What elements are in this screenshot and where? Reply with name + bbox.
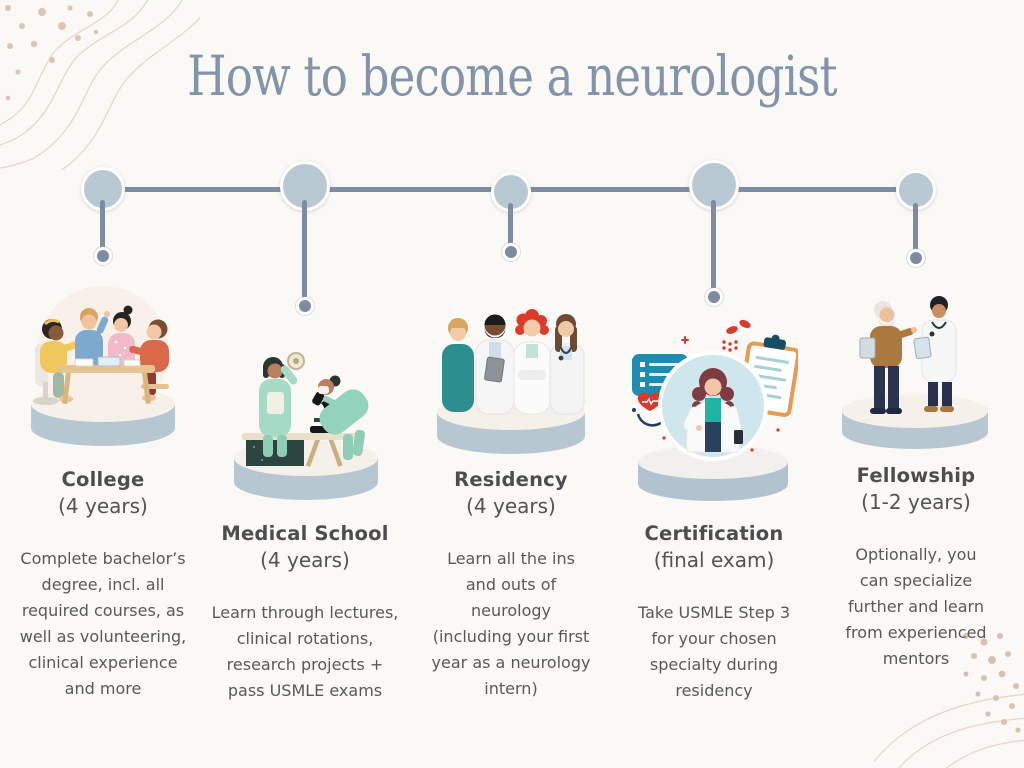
timeline-connector [302, 200, 307, 300]
step-duration: (4 years) [466, 494, 556, 518]
timeline-end-dot [502, 243, 520, 261]
pedestal [234, 440, 378, 500]
illustration-team-of-doctors [430, 288, 592, 458]
step-description: Complete bachelor’s degree, incl. all re… [19, 549, 187, 698]
young-doctor [913, 296, 957, 412]
timeline-end-dot [705, 288, 723, 306]
step-title: College [61, 468, 145, 491]
step-duration: (1-2 years) [861, 490, 971, 514]
step-description: Optionally, you can specialize further a… [845, 545, 987, 668]
illustration-lab-researchers-with-microscope [226, 334, 386, 504]
step-certification-text: Certification (final exam) Take USMLE St… [626, 522, 802, 704]
step-description: Take USMLE Step 3 for your chosen specia… [637, 603, 791, 700]
doctor-brown-hair [549, 314, 585, 415]
timeline-connector [913, 203, 918, 253]
pedestal [638, 445, 788, 501]
page-title-text: How to become a neurologist [187, 44, 837, 108]
step-title: Fellowship [856, 464, 976, 487]
timeline-end-dot [907, 249, 925, 267]
step-title: Medical School [221, 522, 389, 545]
step-description: Learn through lectures, clinical rotatio… [211, 603, 399, 700]
step-medical-school-text: Medical School (4 years) Learn through l… [211, 522, 399, 704]
timeline-connector [508, 203, 513, 248]
step-title: Residency [454, 468, 568, 491]
study-table [59, 356, 155, 405]
arc-lines-icon [874, 693, 1024, 768]
step-title: Certification [644, 522, 784, 545]
senior-man [859, 301, 917, 414]
step-duration: (4 years) [58, 494, 148, 518]
timeline-connector [711, 200, 716, 292]
illustration-senior-mentor-with-young-doctor [836, 280, 994, 452]
scientist-bent [318, 375, 369, 460]
step-fellowship-text: Fellowship (1-2 years) Optionally, you c… [840, 464, 992, 672]
doctor-with-clipboard [475, 314, 515, 415]
doctor-portrait-circle [658, 351, 768, 461]
scientist-standing [259, 352, 305, 457]
step-duration: (4 years) [260, 548, 350, 572]
page-title: How to become a neurologist [0, 44, 1024, 108]
step-duration: (final exam) [653, 548, 775, 572]
illustration-students-studying-around-table [23, 280, 183, 450]
timeline-end-dot [296, 297, 314, 315]
step-residency-text: Residency (4 years) Learn all the ins an… [431, 468, 591, 701]
timeline-connector [100, 200, 105, 252]
nurse-teal-scrubs [442, 318, 474, 412]
illustration-doctor-with-checklist-and-clipboard [628, 310, 801, 504]
timeline-end-dot [94, 247, 112, 265]
pills-and-dots-icon [662, 319, 780, 452]
pedestal [842, 394, 988, 449]
doctor-red-hair [513, 309, 551, 415]
step-college-text: College (4 years) Complete bachelor’s de… [18, 468, 188, 701]
student-yellow [40, 318, 82, 403]
step-description: Learn all the ins and outs of neurology … [431, 549, 591, 698]
